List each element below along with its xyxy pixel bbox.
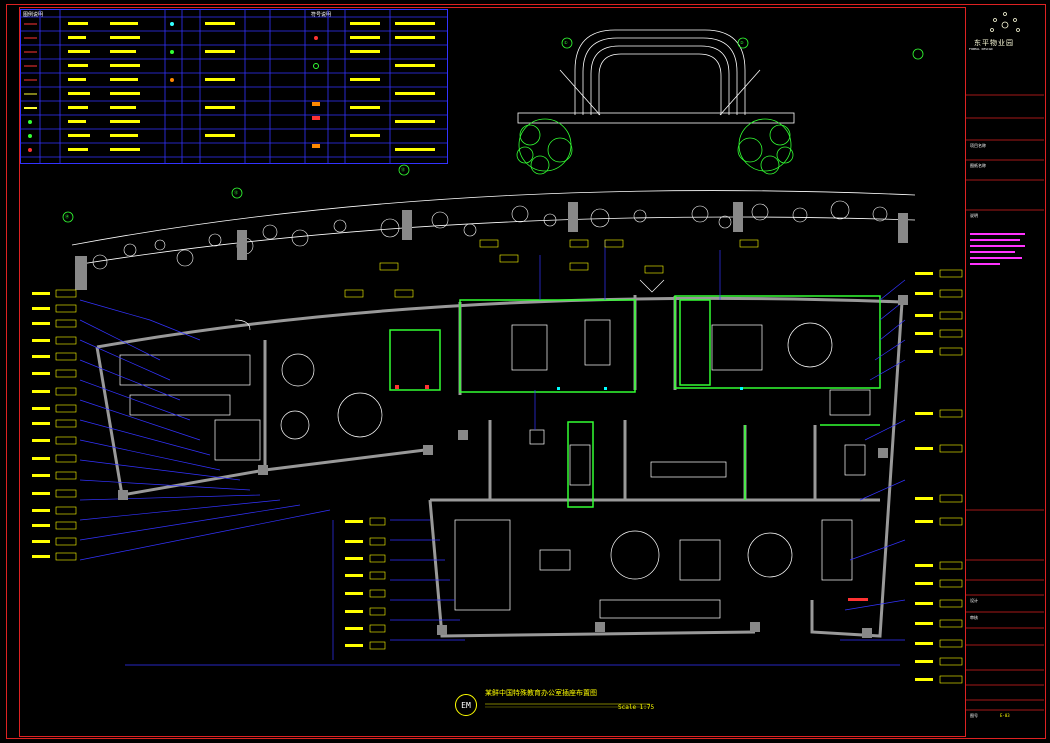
logo-icon — [990, 12, 1020, 32]
callouts-left — [55, 239, 963, 684]
green-partitions — [389, 295, 881, 508]
outer-frame — [6, 4, 1046, 739]
checker-label: 审核 — [970, 615, 978, 620]
axis-tag-13: ⑬ — [401, 167, 405, 172]
logo-name: 东平物业园 — [974, 39, 1014, 47]
magenta-notes — [970, 233, 1025, 265]
legend-header-right: 符号说明 — [311, 12, 332, 18]
sheet-label: 图号 — [970, 713, 978, 718]
legend-text-rows — [68, 22, 435, 151]
legend-table: 图例说明 符号说明 — [20, 9, 448, 164]
drawing-title: 某鲜中国特殊教育办公室插座布置图 — [485, 689, 597, 697]
wiring — [79, 240, 906, 666]
columns — [118, 295, 908, 638]
scale-label: Scale 1:75 — [618, 704, 655, 711]
drawing-label: 图纸名称 — [970, 163, 986, 168]
legend-symbols — [24, 22, 320, 152]
shrubs — [92, 200, 888, 270]
axis-markers — [62, 37, 924, 223]
garden-lamps — [75, 202, 908, 290]
notes-label: 说明 — [970, 213, 978, 218]
building-walls — [95, 295, 904, 638]
callout-text-left — [32, 272, 933, 681]
title-block-lines — [966, 94, 1044, 711]
furniture — [119, 279, 871, 619]
legend-header-left: 图例说明 — [23, 12, 44, 18]
sheet-number: E-03 — [1000, 713, 1010, 718]
view-marker: EM — [455, 694, 477, 716]
axis-tag-2: ② — [740, 40, 744, 45]
axis-tag-14: ⑭ — [65, 214, 69, 219]
tree-icon — [516, 118, 794, 175]
designer-label: 设计 — [970, 598, 978, 603]
garden-strip — [71, 190, 916, 266]
axis-tag-1: ① — [564, 40, 568, 45]
axis-tag-12: ⑫ — [234, 190, 238, 195]
legend-grid — [20, 9, 448, 164]
inner-frame — [19, 7, 966, 737]
entrance-arch — [517, 29, 795, 124]
logo-caption: FORMAL DESIGN — [969, 47, 993, 51]
project-label: 项目名称 — [970, 143, 986, 148]
outlets — [395, 385, 868, 601]
